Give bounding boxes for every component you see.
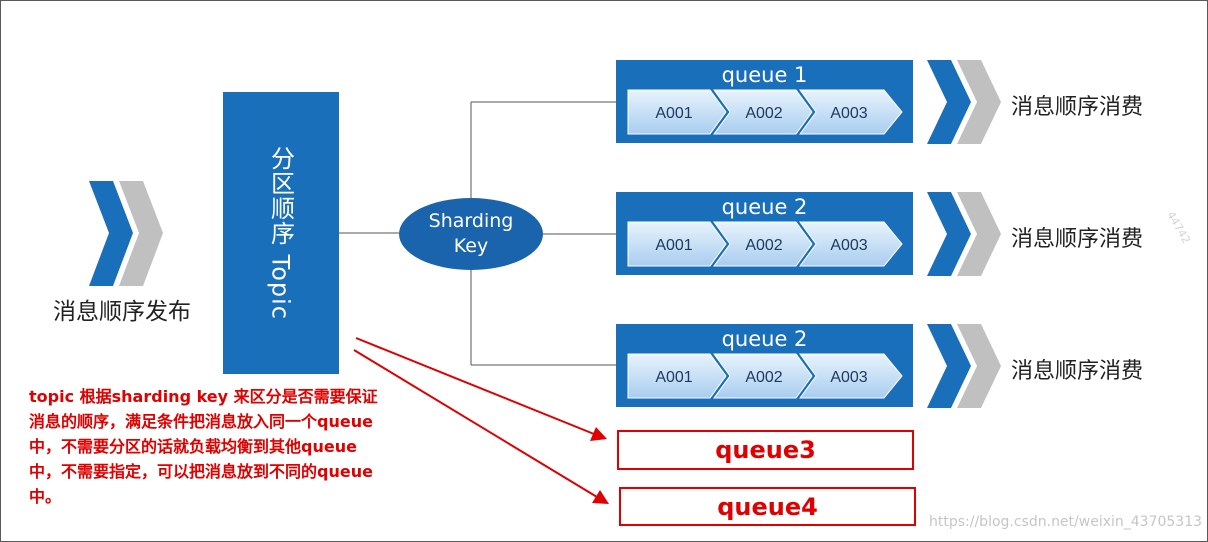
target-queue3-label: queue3 xyxy=(715,436,816,464)
watermark-url: https://blog.csdn.net/weixin_43705313 xyxy=(929,514,1203,530)
message-chevron xyxy=(627,353,727,399)
publisher-chevron-gray-icon xyxy=(119,181,163,286)
consumer-chevron-blue-icon xyxy=(927,60,971,144)
consumer-label: 消息顺序消费 xyxy=(1011,95,1144,120)
message-label: A002 xyxy=(745,105,782,122)
annotation-note: topic 根据sharding key 来区分是否需要保证消息的顺序，满足条件… xyxy=(29,387,378,506)
queue-block: queue 2 A001 A002 A003 xyxy=(616,324,913,407)
message-label: A003 xyxy=(830,369,867,386)
consumer-chevron-gray-icon xyxy=(957,324,1001,408)
sharding-key-node: Sharding Key xyxy=(399,198,543,270)
message-label: A002 xyxy=(745,237,782,254)
red-arrow-to-queue4 xyxy=(353,349,598,498)
message-chevron xyxy=(713,353,813,399)
message-chain: A001 A002 A003 xyxy=(627,353,903,399)
publisher-label: 消息顺序发布 xyxy=(53,299,191,325)
message-chevron xyxy=(713,221,813,267)
message-chain: A001 A002 A003 xyxy=(627,221,903,267)
target-queue3-box: queue3 xyxy=(617,430,914,470)
message-chain: A001 A002 A003 xyxy=(627,89,903,135)
message-label: A001 xyxy=(655,369,692,386)
queue-block: queue 2 A001 A002 A003 xyxy=(616,192,913,275)
message-chevron xyxy=(627,221,727,267)
consumer-label: 消息顺序消费 xyxy=(1011,227,1144,252)
message-chevron xyxy=(627,89,727,135)
message-chevron xyxy=(713,89,813,135)
partition-topic-box: 分区顺序 Topic xyxy=(223,92,339,374)
consumer-chevron-gray-icon xyxy=(957,60,1001,144)
target-queue4-label: queue4 xyxy=(717,492,818,521)
message-chevron xyxy=(799,89,903,135)
message-label: A003 xyxy=(830,105,867,122)
queue-title: queue 2 xyxy=(721,195,808,219)
queue-title: queue 2 xyxy=(721,327,808,351)
publisher-chevron-blue-icon xyxy=(89,181,133,286)
message-label: A001 xyxy=(655,237,692,254)
target-queue4-box: queue4 xyxy=(619,487,916,526)
consumer-label: 消息顺序消费 xyxy=(1011,359,1144,384)
consumer-chevron-gray-icon xyxy=(957,192,1001,276)
sharding-key-line1: Sharding xyxy=(428,210,514,232)
red-arrowhead-icon xyxy=(592,490,609,504)
queue-block: queue 1 A001 A002 A003 xyxy=(616,60,913,143)
red-arrow-to-queue3 xyxy=(355,337,595,435)
message-label: A003 xyxy=(830,237,867,254)
red-arrowhead-icon xyxy=(590,427,607,441)
sharding-key-line2: Key xyxy=(453,235,489,257)
message-chevron xyxy=(799,353,903,399)
consumer-chevron-blue-icon xyxy=(927,324,971,408)
consumer-chevron-blue-icon xyxy=(927,192,971,276)
topic-label: 分区顺序 Topic xyxy=(266,146,295,320)
message-label: A001 xyxy=(655,105,692,122)
message-chevron xyxy=(799,221,903,267)
queue-title: queue 1 xyxy=(721,63,808,87)
message-label: A002 xyxy=(745,369,782,386)
